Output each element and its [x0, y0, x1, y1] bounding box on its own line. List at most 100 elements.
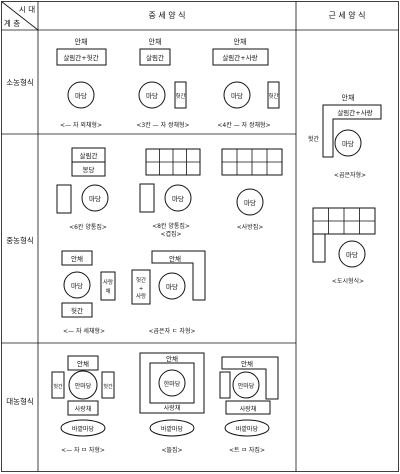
- anmadang-label: 안마당: [238, 382, 255, 390]
- anmadang-label: 안마당: [75, 382, 92, 390]
- barn-label: 헛간: [268, 92, 278, 100]
- plan-tteuljip: 안채 한마당 사랑채 바깥마당 <뜰집>: [139, 352, 205, 454]
- caption: <6칸 양통집>: [69, 223, 107, 231]
- anchae-block: [67, 355, 99, 371]
- side-block: [312, 233, 326, 263]
- house-label: 살림간+사랑: [337, 108, 372, 117]
- anmadang-circle: [68, 370, 98, 400]
- modern-period-header: 근 세 양 식: [328, 11, 365, 20]
- side-block: [219, 371, 231, 399]
- plan-sabangjip: 마당 <사방집>: [221, 148, 283, 231]
- yard-label: 마당: [89, 194, 101, 203]
- caption: <도시형식>: [332, 277, 364, 285]
- yard-label: 마당: [172, 194, 184, 203]
- sarangchae-block: [67, 400, 99, 416]
- house-block-label: 살림간+사랑: [222, 53, 257, 62]
- house-block-label: 살림간+헛간: [63, 53, 98, 62]
- yard-label: 마당: [244, 198, 256, 207]
- barn-block: [267, 81, 280, 109]
- plus-sign: +: [139, 286, 144, 292]
- yard-circle: [81, 184, 109, 212]
- corner-bottom-label: 계 층: [4, 18, 20, 28]
- caption: <4칸 — 자 쌍채형>: [217, 121, 270, 129]
- yard-label: 마당: [75, 91, 87, 100]
- l-shaped-anchae: [151, 250, 206, 301]
- caption: <뜰집>: [161, 447, 182, 454]
- house-block-top-label: 살림간: [80, 151, 98, 160]
- yard-circle: [338, 240, 366, 268]
- heotgan-label-right: 헛간: [103, 383, 113, 390]
- yard-circle: [67, 81, 95, 109]
- outer-yard-label: 바깥마당: [236, 425, 259, 433]
- l-shaped-anchae: [221, 356, 279, 400]
- heotgan-sarang-block: [131, 269, 151, 305]
- anchae-block: [61, 250, 93, 266]
- plan-4kan-ssangchae: 안채 살림간+사랑 마당 헛간 <4칸 — 자 쌍채형>: [212, 37, 280, 129]
- caption: <8칸 양통집>: [152, 222, 190, 230]
- caption: <— 자 세채형>: [63, 327, 105, 335]
- row-label-middle: 중농형식: [6, 236, 34, 245]
- outer-yard-label: 바깥마당: [161, 425, 184, 433]
- plan-oechaehyeong: 안채 살림간+헛간 마당 <— 자 외채형>: [56, 37, 107, 129]
- caption: <— 자 외채형>: [60, 121, 102, 129]
- outer-yard: [224, 419, 270, 437]
- yard-circle: [158, 272, 186, 300]
- plan-ddeut-jahyeong: 안채 헛간 + 사랑 마당 <곱은자 ㄷ 자형>: [131, 250, 206, 335]
- side-block: [139, 183, 155, 213]
- yard-circle: [223, 81, 251, 109]
- anchae-label: 안채: [241, 359, 253, 368]
- caption: <곱은자형>: [334, 171, 366, 179]
- plan-sechaehyeong: 안채 마당 사랑 채 헛간 <— 자 세채형>: [61, 250, 116, 335]
- heotgan-block: [61, 302, 93, 318]
- house-block-bottom: [71, 161, 106, 177]
- hanmadang-circle: [158, 369, 186, 397]
- yard-circle: [63, 271, 91, 299]
- plan-gobeunja: 안채 살림간+사랑 헛간 마당 <곱은자형>: [308, 93, 382, 179]
- yard-label: 마당: [342, 139, 354, 148]
- caption: <곱은자 ㄷ 자형>: [149, 327, 196, 335]
- outer-yard: [149, 419, 195, 437]
- plan-ilja-mijahyeong: 안채 헛간 안마당 헛간 사랑채 바깥마당 <— 자 ㅁ 자형>: [51, 355, 115, 454]
- plan-dosi: 마당 <도시형식>: [312, 207, 376, 285]
- sarangchae-block: [225, 400, 271, 415]
- sarangchae-label: 사랑채: [164, 404, 181, 412]
- outer-yard-label: 바깥마당: [72, 425, 95, 433]
- caption-sub: <겹집>: [160, 230, 181, 238]
- yard-label: 마당: [146, 91, 158, 100]
- row-label-large: 대농형식: [6, 397, 34, 406]
- yard-circle: [236, 188, 264, 216]
- barn-label: 헛간: [175, 92, 185, 100]
- heotgan-label: 헛간: [71, 306, 83, 315]
- yard-label: 마당: [231, 91, 243, 100]
- sarang-label: 사랑: [136, 292, 146, 300]
- plan-6kan-yangtong: 살림간 봉당 마당 <6칸 양통집>: [56, 147, 109, 231]
- house-block: [139, 48, 171, 66]
- sarangchae-label-2: 채: [105, 287, 110, 295]
- yard-circle: [164, 184, 192, 212]
- caption: <3칸 — 자 쌍채형>: [136, 121, 189, 129]
- outer-yard: [60, 419, 106, 437]
- yard-label: 마당: [166, 282, 178, 291]
- caption: <— 자 ㅁ 자형>: [61, 446, 105, 454]
- anchae-label: 안채: [169, 254, 181, 263]
- yard-label: 마당: [71, 281, 83, 290]
- plan-teu-mijajip: 안채 안마당 사랑채 바깥마당 <트 ㅁ 자집>: [219, 356, 279, 454]
- sarangchae-label: 사랑: [103, 278, 113, 286]
- heotgan-label: 헛간: [308, 135, 320, 143]
- yard-circle: [138, 81, 166, 109]
- side-block: [56, 184, 72, 214]
- sarangchae-label: 사랑채: [75, 405, 92, 413]
- house-block-bottom-label: 봉당: [83, 165, 95, 174]
- house-block: [212, 48, 269, 66]
- hanmadang-label: 한마당: [164, 380, 181, 388]
- barn-block: [174, 81, 187, 109]
- corner-diagonal: [1, 1, 39, 31]
- caption: <사방집>: [237, 223, 264, 231]
- heotgan-block-right: [101, 371, 115, 399]
- anmadang-circle: [232, 371, 260, 399]
- sarangchae-label: 사랑채: [240, 405, 257, 413]
- heotgan-label: 헛간: [136, 276, 146, 284]
